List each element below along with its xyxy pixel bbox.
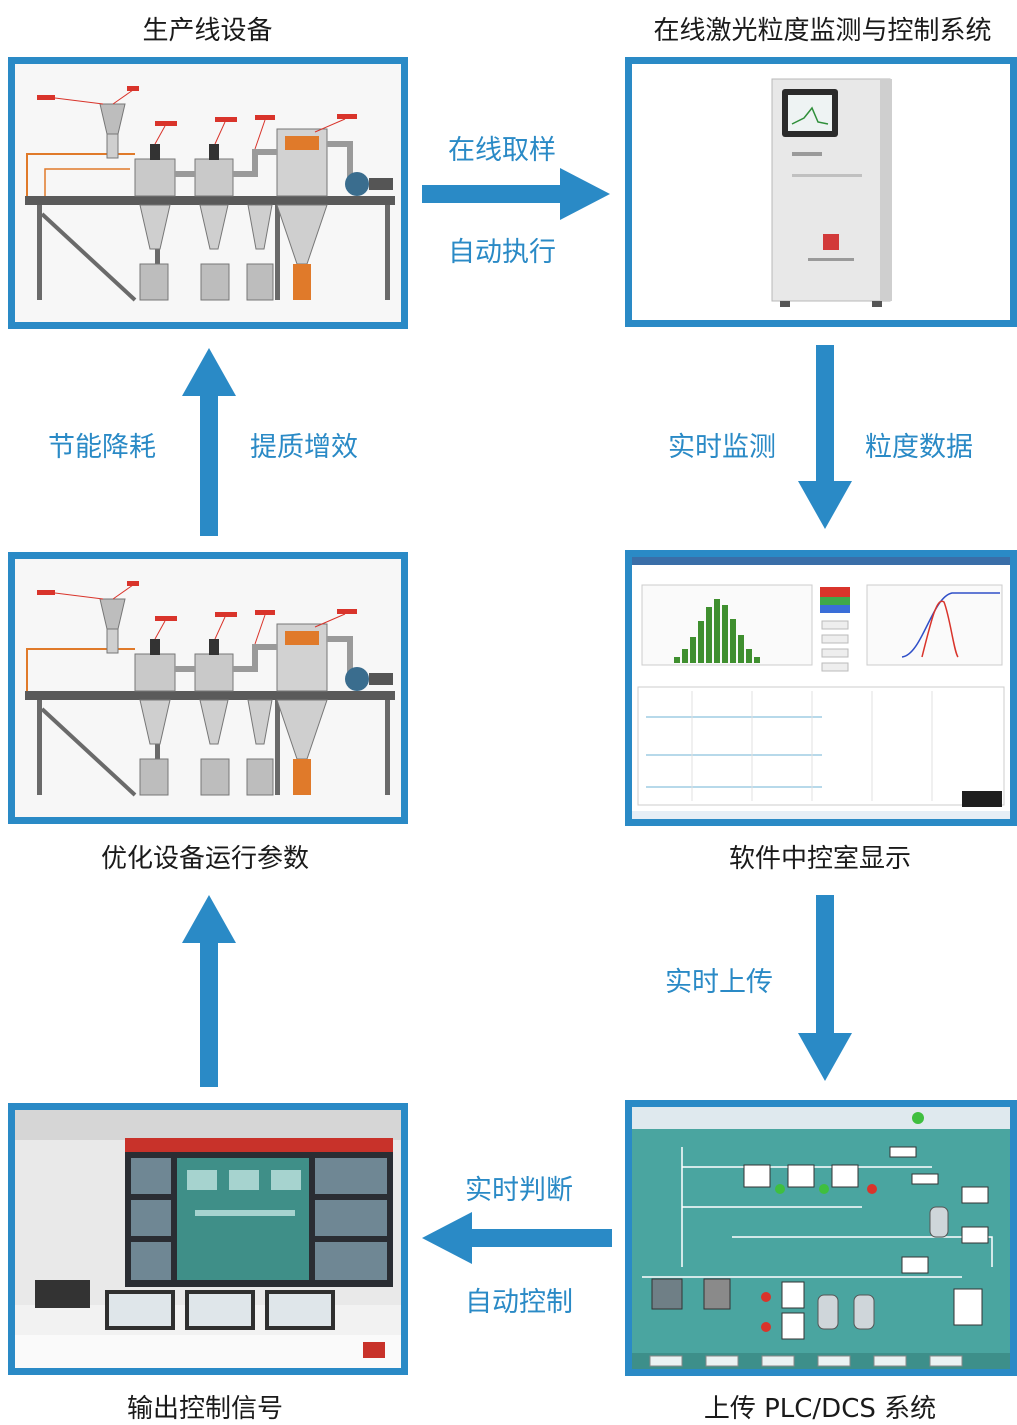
- software-screen-image: [625, 550, 1017, 826]
- label-save-energy: 节能降耗: [48, 432, 156, 463]
- arrow-left-icon: [422, 1212, 612, 1264]
- caption-monitor-system: 在线激光粒度监测与控制系统: [653, 16, 992, 46]
- caption-upload-plc: 上传 PLC/DCS 系统: [703, 1394, 937, 1424]
- control-room-image: [8, 1103, 408, 1375]
- arrow-up-icon: [182, 348, 236, 536]
- arrow-right-icon: [422, 168, 610, 220]
- label-particle-data: 粒度数据: [865, 432, 973, 463]
- arrow-down-icon: [798, 345, 852, 529]
- analyzer-cabinet-image: [625, 57, 1017, 327]
- label-realtime-judge: 实时判断: [465, 1175, 573, 1206]
- label-auto-execute: 自动执行: [448, 237, 556, 268]
- label-realtime-upload: 实时上传: [665, 967, 773, 998]
- arrow-up-icon: [182, 895, 236, 1087]
- equipment-parameters-image: [8, 552, 408, 824]
- caption-optimize: 优化设备运行参数: [100, 844, 309, 874]
- arrow-down-icon: [798, 895, 852, 1081]
- label-realtime-monitor: 实时监测: [668, 432, 776, 463]
- caption-production-line: 生产线设备: [142, 16, 273, 46]
- caption-output-signal: 输出控制信号: [126, 1394, 283, 1424]
- production-line-image: [8, 57, 408, 329]
- label-improve-quality: 提质增效: [250, 432, 358, 463]
- plc-dcs-screen-image: [625, 1100, 1017, 1376]
- caption-software: 软件中控室显示: [728, 844, 911, 874]
- label-online-sampling: 在线取样: [448, 135, 556, 166]
- label-auto-control: 自动控制: [465, 1287, 573, 1318]
